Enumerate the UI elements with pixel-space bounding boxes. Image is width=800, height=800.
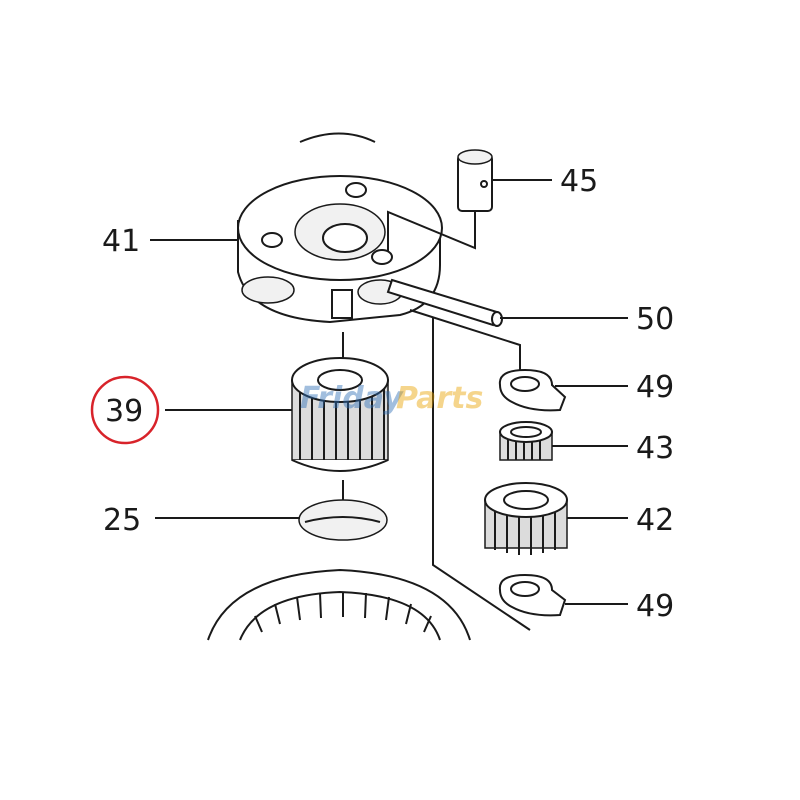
highlight-circle (90, 375, 160, 445)
sun-gear-39 (291, 357, 389, 472)
watermark-text-b: Parts (396, 381, 483, 416)
callout-25: 25 (103, 503, 141, 538)
callout-49-lower: 49 (636, 589, 674, 624)
watermark: Friday Parts (300, 381, 483, 416)
ring-gear-partial (207, 568, 471, 641)
thrust-washer-49-upper (498, 368, 567, 412)
planet-gear-42 (484, 482, 568, 555)
callout-43: 43 (636, 431, 674, 466)
needle-bearing-43 (499, 421, 553, 461)
callout-42: 42 (636, 503, 674, 538)
carrier-41 (237, 175, 443, 324)
upper-gear-edge (299, 132, 376, 143)
callout-50: 50 (636, 302, 674, 337)
callout-39: 39 (105, 394, 143, 429)
pin-45 (457, 149, 493, 212)
callout-41: 41 (102, 224, 140, 259)
assembly-line-45 (387, 210, 476, 252)
callout-45: 45 (560, 164, 598, 199)
thrust-plate-25 (298, 499, 388, 541)
assembly-line-49b (432, 318, 531, 631)
watermark-text-a: Friday (300, 381, 404, 416)
callout-49-upper: 49 (636, 370, 674, 405)
thrust-washer-49-lower (498, 573, 567, 617)
assembly-line-50 (409, 309, 521, 375)
